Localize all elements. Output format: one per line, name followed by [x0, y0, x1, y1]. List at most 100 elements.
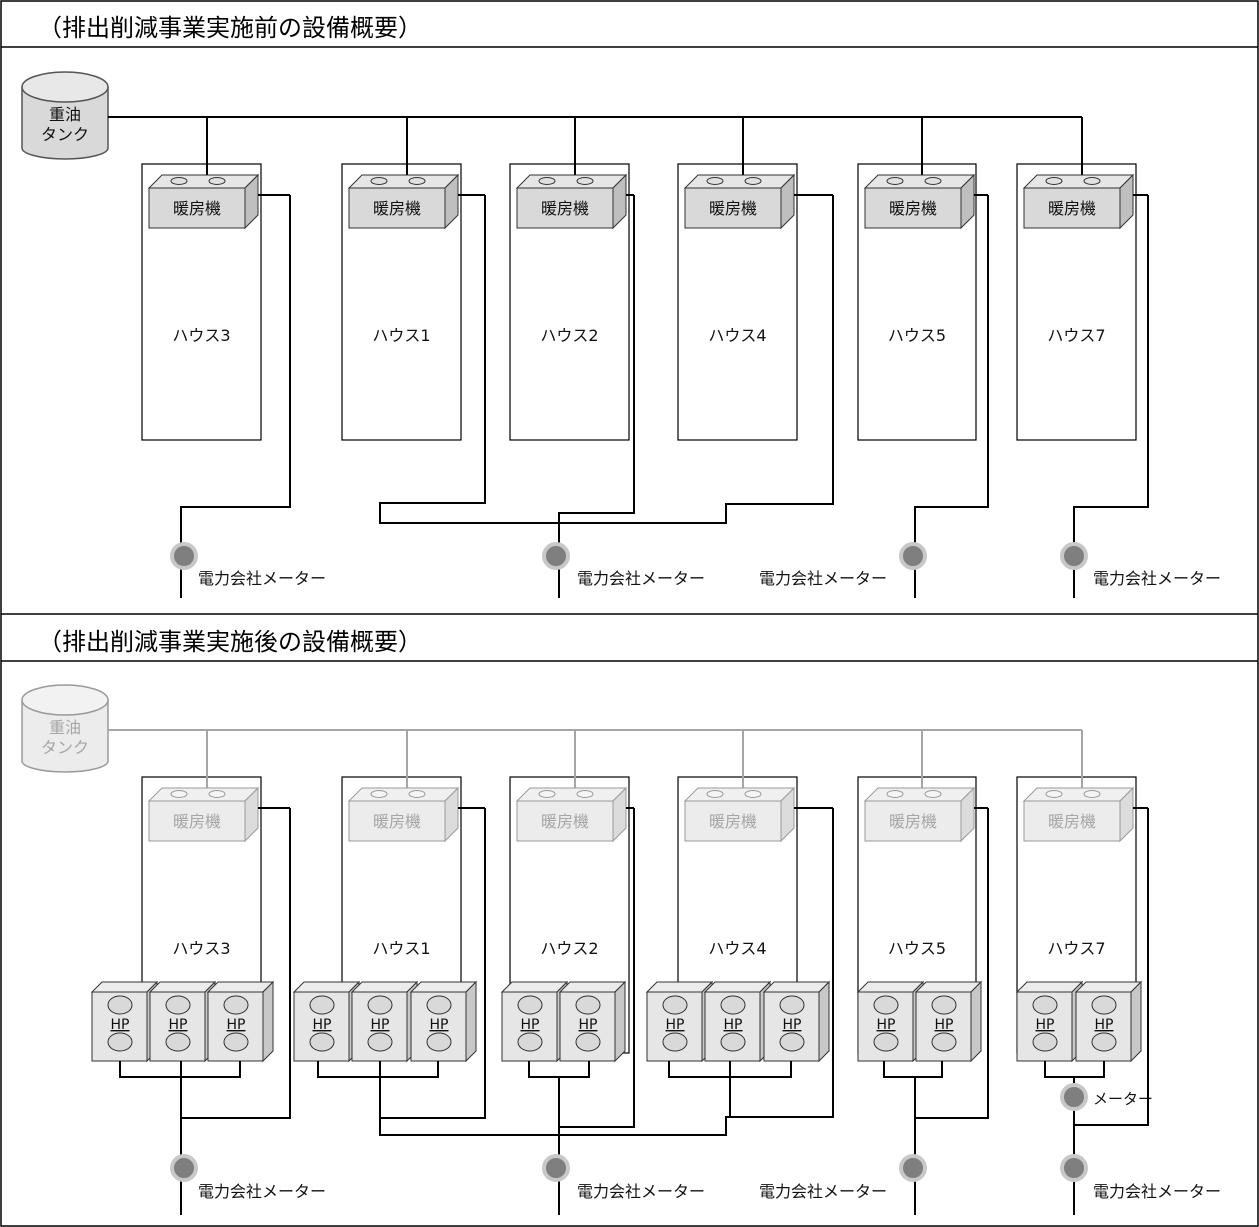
hp-label: HP	[1095, 1017, 1114, 1033]
heater-top	[1022, 787, 1135, 802]
heat-pump-icon: HP	[914, 980, 983, 1063]
heat-pump-icon: HP	[206, 980, 275, 1063]
house-outline	[141, 163, 262, 441]
heater-icon: 暖房機	[147, 786, 260, 843]
heater-front	[348, 187, 446, 229]
meter-label: 電力会社メーター	[759, 569, 887, 588]
hp-fan	[107, 1032, 133, 1052]
heater-front	[1023, 187, 1121, 229]
heater-port	[208, 790, 226, 798]
hp-top	[703, 981, 772, 993]
heater-icon: 暖房機	[347, 786, 460, 843]
house-label: ハウス1	[372, 939, 430, 958]
house-outline	[677, 163, 798, 441]
hp-side	[1130, 980, 1142, 1063]
meter-label: 電力会社メーター	[198, 1182, 326, 1201]
hp-fan	[575, 1032, 601, 1052]
house-label: ハウス5	[888, 326, 946, 345]
heater-icon: 暖房機	[347, 173, 460, 230]
hp-label: HP	[313, 1017, 332, 1033]
meter-icon	[899, 1154, 927, 1182]
heater-front	[348, 800, 446, 842]
hp-fan	[107, 995, 133, 1015]
meter-label: 電力会社メーター	[759, 1182, 887, 1201]
hp-label: HP	[111, 1017, 130, 1033]
heater-icon: 暖房機	[515, 786, 628, 843]
hp-fan	[1032, 1032, 1058, 1052]
meter-icon	[170, 542, 198, 570]
hp-label: HP	[783, 1017, 802, 1033]
heater-top	[347, 787, 460, 802]
heater-icon: 暖房機	[683, 173, 796, 230]
hp-bus	[528, 1061, 590, 1078]
meter-icon	[542, 542, 570, 570]
power-line	[380, 808, 486, 1119]
heater-port	[208, 177, 226, 185]
hp-fan	[426, 1032, 452, 1052]
hp-label: HP	[935, 1017, 954, 1033]
power-line	[1074, 808, 1149, 1126]
hp-top	[500, 981, 569, 993]
house-outline	[509, 163, 630, 441]
hp-top	[350, 981, 419, 993]
hp-fan	[575, 995, 601, 1015]
hp-side	[262, 980, 274, 1063]
hp-fan	[367, 1032, 393, 1052]
meter-icon	[542, 1154, 570, 1182]
heater-icon: 暖房機	[863, 173, 976, 230]
tank-label-line1: 重油	[49, 718, 81, 737]
power-line	[1073, 195, 1149, 598]
heat-pump-icon: HP	[292, 980, 361, 1063]
power-line	[915, 808, 989, 1119]
heater-front	[148, 800, 246, 842]
hp-bus	[317, 1061, 439, 1078]
heater-icon: 暖房機	[1022, 786, 1135, 843]
power-line	[180, 195, 291, 598]
heater-label: 暖房機	[889, 199, 937, 218]
heater-top	[863, 787, 976, 802]
heater-port	[886, 790, 904, 798]
heater-port	[1045, 790, 1063, 798]
meter-icon	[1060, 1154, 1088, 1182]
hp-bus	[883, 1061, 943, 1078]
hp-fan	[873, 1032, 899, 1052]
heater-label: 暖房機	[541, 812, 589, 831]
heater-port	[744, 177, 762, 185]
meter-label: 電力会社メーター	[198, 569, 326, 588]
hp-top	[856, 981, 925, 993]
hp-fan	[873, 995, 899, 1015]
meter-label: 電力会社メーター	[1093, 1182, 1221, 1201]
power-line	[558, 195, 635, 598]
heater-label: 暖房機	[173, 812, 221, 831]
heat-pump-icon: HP	[703, 980, 772, 1063]
hp-top	[148, 981, 217, 993]
heater-port	[924, 177, 942, 185]
hp-fan	[1091, 1032, 1117, 1052]
heater-front	[516, 187, 614, 229]
heat-pump-icon: HP	[1074, 980, 1143, 1063]
heater-front	[684, 800, 782, 842]
house-label: ハウス3	[172, 939, 230, 958]
heater-label: 暖房機	[373, 199, 421, 218]
heater-icon: 暖房機	[863, 786, 976, 843]
heater-icon: 暖房機	[1022, 173, 1135, 230]
heater-port	[170, 790, 188, 798]
house-outline	[341, 163, 462, 441]
heat-pump-icon: HP	[90, 980, 159, 1063]
hp-fan	[309, 1032, 335, 1052]
heater-port	[370, 790, 388, 798]
heater-top	[147, 174, 260, 189]
heat-pump-icon: HP	[148, 980, 217, 1063]
sub-meter-label: メーター	[1093, 1090, 1153, 1108]
hp-side	[818, 980, 830, 1063]
hp-top	[1015, 981, 1084, 993]
house-label: ハウス4	[708, 326, 766, 345]
tank-top	[21, 71, 109, 103]
hp-label: HP	[724, 1017, 743, 1033]
meter-icon	[899, 542, 927, 570]
heater-top	[515, 174, 628, 189]
house-label: ハウス7	[1047, 939, 1105, 958]
hp-top	[1074, 981, 1143, 993]
heater-front	[684, 187, 782, 229]
